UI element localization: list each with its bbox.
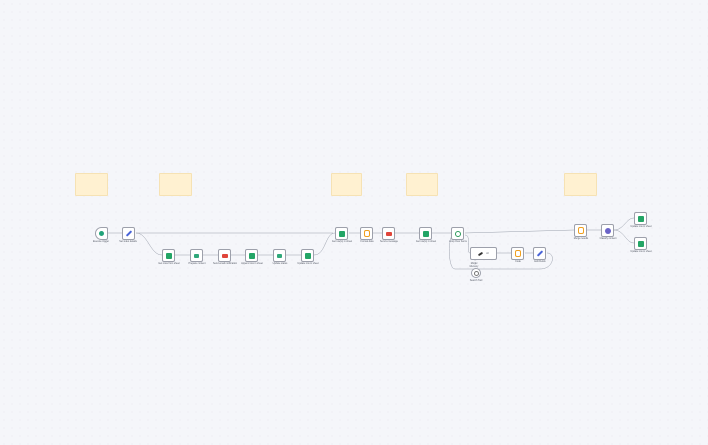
sticky-note[interactable] bbox=[564, 173, 597, 196]
sticky-note[interactable] bbox=[75, 173, 108, 196]
sheet-icon bbox=[248, 252, 255, 259]
gmail-node[interactable] bbox=[382, 227, 395, 240]
node-label: Code bbox=[515, 260, 521, 263]
connection bbox=[613, 217, 635, 231]
sticky-note[interactable] bbox=[406, 173, 438, 196]
search-icon bbox=[473, 270, 479, 276]
manual-trigger-node[interactable] bbox=[95, 227, 108, 240]
memory-label: Memory bbox=[469, 265, 479, 268]
ai-agent-node[interactable]: AI bbox=[470, 247, 497, 260]
node-label: Format data bbox=[360, 240, 374, 243]
node-label: Update row in sheet bbox=[630, 250, 652, 253]
sheet-icon bbox=[422, 230, 429, 237]
node-label: Update row in sheet bbox=[297, 262, 319, 265]
chat-node[interactable] bbox=[273, 249, 286, 262]
connection bbox=[613, 229, 635, 244]
node-label: Send email notification bbox=[212, 262, 238, 265]
node-label: Get row(s) in sheet bbox=[415, 240, 437, 243]
code-node[interactable] bbox=[574, 224, 587, 237]
agent-tool-node[interactable] bbox=[471, 268, 481, 278]
sheet-node[interactable] bbox=[634, 212, 647, 225]
code-icon bbox=[363, 230, 370, 237]
node-label: Get rows from sheet bbox=[158, 262, 180, 265]
set-fields-node[interactable] bbox=[122, 227, 135, 240]
sheet-icon bbox=[637, 215, 644, 222]
model-label: Model bbox=[470, 262, 478, 265]
node-title: AI bbox=[486, 252, 489, 255]
loop-icon bbox=[454, 230, 461, 237]
node-label: Append row in sheet bbox=[241, 262, 263, 265]
code-icon bbox=[577, 227, 584, 234]
node-label: Loop Over Items bbox=[449, 240, 467, 243]
sticky-note[interactable] bbox=[159, 173, 192, 196]
sticky-note[interactable] bbox=[331, 173, 362, 196]
node-label: Send a message bbox=[380, 240, 398, 243]
ai-icon bbox=[604, 227, 611, 234]
node-label: Merge results bbox=[573, 237, 589, 240]
loop-node[interactable] bbox=[451, 227, 464, 240]
code-node[interactable] bbox=[360, 227, 373, 240]
gmail-icon bbox=[221, 253, 228, 258]
node-label: Classify content bbox=[599, 237, 617, 240]
chat-node[interactable] bbox=[190, 249, 203, 262]
chat-icon bbox=[194, 253, 199, 258]
sheet-node[interactable] bbox=[634, 237, 647, 250]
node-label: Get row(s) in sheet bbox=[331, 240, 353, 243]
node-label: Update status bbox=[272, 262, 288, 265]
code-icon bbox=[514, 250, 521, 257]
node-label: Edit Fields bbox=[534, 260, 546, 263]
sheet-icon bbox=[637, 240, 644, 247]
code-node[interactable] bbox=[511, 247, 524, 260]
cursor-icon bbox=[99, 231, 104, 236]
wrench-icon bbox=[478, 251, 484, 256]
gmail-node[interactable] bbox=[218, 249, 231, 262]
connection bbox=[464, 234, 471, 254]
gmail-icon bbox=[385, 231, 392, 236]
sheet-node[interactable] bbox=[245, 249, 258, 262]
node-label: Set video details bbox=[119, 240, 137, 243]
node-label: Update row in sheet bbox=[630, 225, 652, 228]
connection bbox=[135, 232, 163, 256]
sheet-icon bbox=[165, 252, 172, 259]
connection bbox=[313, 232, 336, 256]
sheet-node[interactable] bbox=[419, 227, 432, 240]
pencil-icon bbox=[536, 250, 543, 257]
ai-classifier-node[interactable] bbox=[601, 224, 614, 237]
pencil-icon bbox=[125, 230, 132, 237]
node-label: Prepare content bbox=[188, 262, 206, 265]
node-label: Search Tool bbox=[469, 279, 483, 282]
sheet-icon bbox=[304, 252, 311, 259]
connection bbox=[449, 235, 553, 270]
sheet-node[interactable] bbox=[301, 249, 314, 262]
sheet-node[interactable] bbox=[162, 249, 175, 262]
connection bbox=[464, 229, 575, 234]
sheet-icon bbox=[338, 230, 345, 237]
chat-icon bbox=[277, 253, 282, 258]
agent-sublabels: Model Memory bbox=[470, 262, 479, 268]
node-label: Execute trigger bbox=[92, 240, 110, 243]
set-fields-node[interactable] bbox=[533, 247, 546, 260]
sheet-node[interactable] bbox=[335, 227, 348, 240]
